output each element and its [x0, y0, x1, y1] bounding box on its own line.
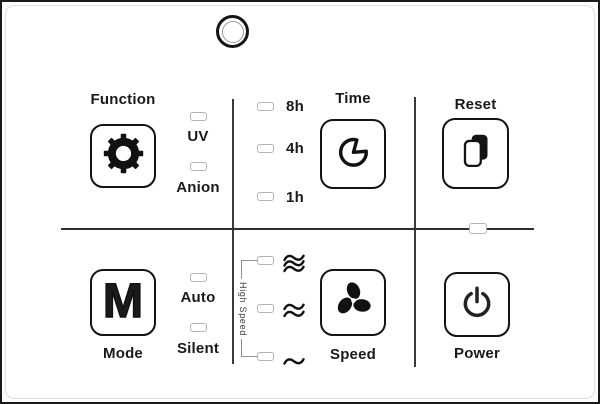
function-label: Function [90, 91, 156, 108]
anion-label: Anion [176, 179, 220, 196]
timer-8h-led [257, 102, 274, 111]
gear-icon [102, 132, 145, 180]
speed-low-led [257, 352, 274, 361]
high-speed-bracket-line-bottom [241, 339, 243, 357]
double-wave-icon [283, 303, 305, 323]
reset-label: Reset [454, 96, 497, 113]
high-speed-bracket-stub-bottom [241, 356, 257, 358]
pilot-circle [216, 15, 249, 48]
uv-label: UV [187, 128, 209, 145]
mode-label: Mode [103, 345, 143, 362]
timer-4h-label: 4h [286, 140, 304, 157]
time-label: Time [335, 90, 371, 107]
fan-icon [332, 279, 375, 327]
mode-button[interactable]: M [90, 269, 156, 336]
timer-4h-led [257, 144, 274, 153]
reset-button[interactable] [442, 118, 509, 189]
divider-horizontal [61, 228, 534, 230]
power-label: Power [453, 345, 500, 362]
speed-medium-led [257, 304, 274, 313]
speed-high-led [257, 256, 274, 265]
power-icon [457, 282, 497, 327]
timer-8h-label: 8h [286, 98, 304, 115]
divider-vertical-right [414, 97, 416, 367]
anion-led [190, 162, 207, 171]
divider-vertical-left [232, 99, 234, 364]
silent-label: Silent [176, 340, 220, 357]
auto-led [190, 273, 207, 282]
high-speed-bracket-label: High Speed [238, 281, 248, 337]
timer-1h-label: 1h [286, 189, 304, 206]
timer-clock-icon [333, 131, 374, 177]
speed-label: Speed [329, 346, 376, 363]
triple-wave-icon [283, 254, 305, 278]
function-button[interactable] [90, 124, 156, 188]
pilot-circle-inner [221, 20, 244, 43]
mode-m-glyph: M [102, 274, 144, 328]
power-button[interactable] [444, 272, 510, 337]
high-speed-bracket-stub-top [241, 260, 257, 262]
filter-replace-icon [453, 128, 499, 179]
silent-led [190, 323, 207, 332]
single-wave-icon [283, 353, 305, 371]
auto-label: Auto [180, 289, 216, 306]
high-speed-bracket-line-top [241, 260, 243, 279]
uv-led [190, 112, 207, 121]
speed-button[interactable] [320, 269, 386, 336]
time-button[interactable] [320, 119, 386, 189]
reset-indicator-led [469, 223, 487, 234]
timer-1h-led [257, 192, 274, 201]
